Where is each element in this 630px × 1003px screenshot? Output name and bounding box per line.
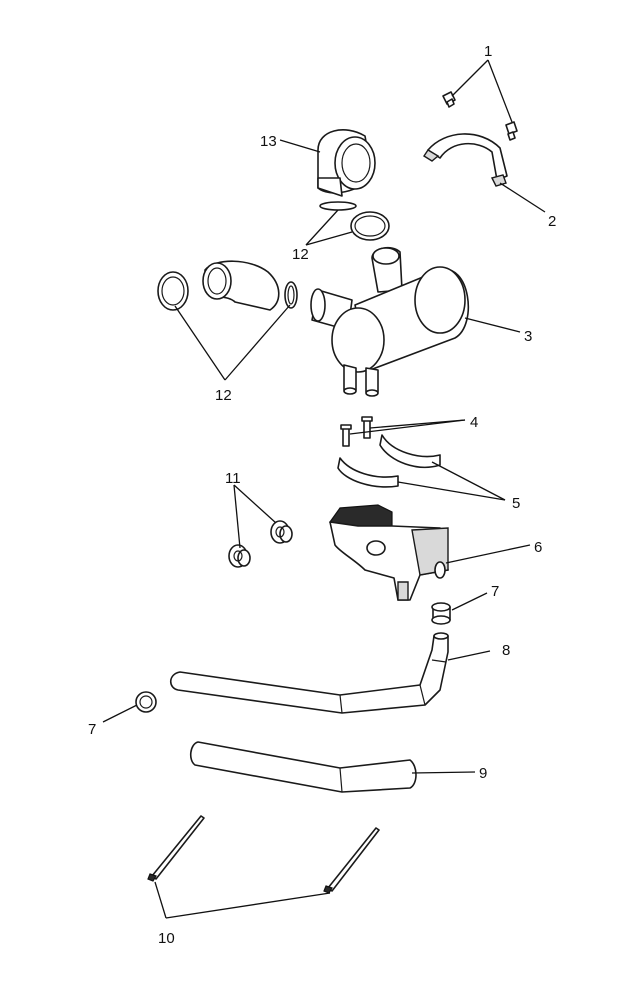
leader-lines xyxy=(102,59,546,919)
callout-12-upper: 12 xyxy=(292,246,309,263)
part-6-bracket xyxy=(328,504,449,601)
callout-6: 6 xyxy=(534,539,542,556)
part-8-hose xyxy=(169,632,449,714)
callout-3: 3 xyxy=(524,328,532,345)
callout-12-lower: 12 xyxy=(215,387,232,404)
callout-11: 11 xyxy=(225,470,241,487)
callout-labels: 1 2 3 4 5 6 7 8 7 9 10 11 12 12 13 xyxy=(88,43,556,947)
callout-9: 9 xyxy=(479,765,487,782)
callout-13: 13 xyxy=(260,133,277,150)
elbow-hose-connector xyxy=(202,260,280,311)
callout-7-right: 7 xyxy=(491,583,499,600)
part-5-caps xyxy=(337,434,441,488)
part-7-coupler-right xyxy=(431,602,451,625)
part-12-rings-upper xyxy=(319,201,390,241)
part-3-water-box xyxy=(310,246,470,397)
part-11-grommets xyxy=(228,520,293,568)
callout-2: 2 xyxy=(548,213,556,230)
part-1-screws xyxy=(442,91,518,141)
callout-4: 4 xyxy=(470,414,478,431)
callout-10: 10 xyxy=(158,930,175,947)
part-2-clamp xyxy=(423,133,508,187)
part-7-coupler-left xyxy=(135,691,157,713)
callout-7-left: 7 xyxy=(88,721,96,738)
part-10-rods xyxy=(147,815,380,894)
part-12-rings-left xyxy=(157,271,298,311)
callout-8: 8 xyxy=(502,642,510,659)
part-9-cover xyxy=(189,741,417,793)
callout-1: 1 xyxy=(484,43,492,60)
part-13-elbow xyxy=(317,129,376,197)
callout-5: 5 xyxy=(512,495,520,512)
